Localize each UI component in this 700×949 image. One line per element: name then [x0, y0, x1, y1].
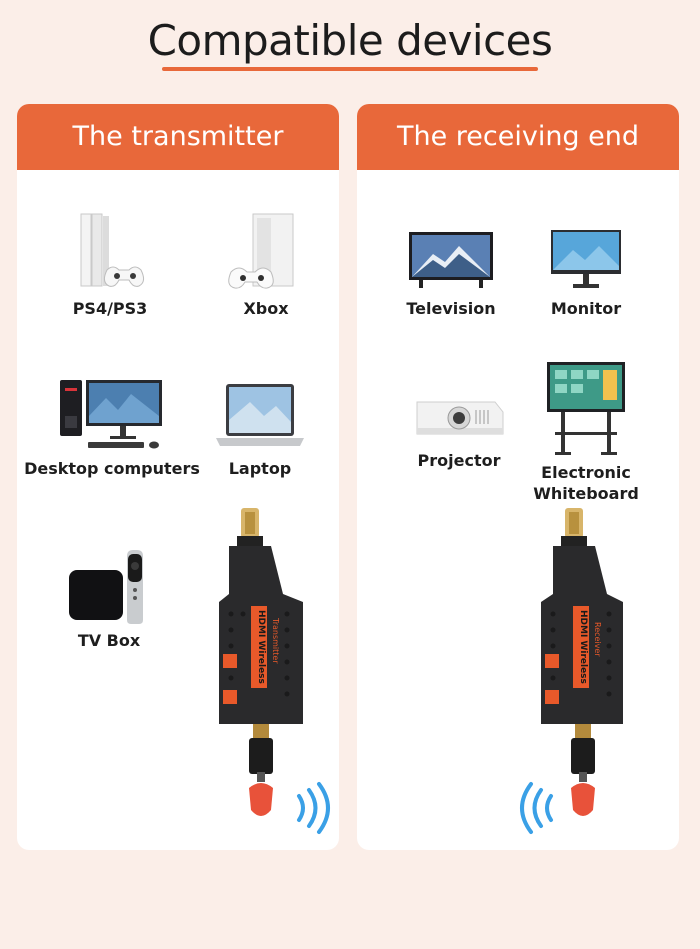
- device-label: Monitor: [550, 299, 622, 318]
- device-label: Laptop: [228, 459, 292, 478]
- device-desktop: Desktop computers: [22, 376, 202, 479]
- desktop-computer-icon: [60, 380, 162, 449]
- device-label: TV Box: [77, 631, 141, 650]
- dongle-sublabel: Receiver: [593, 622, 602, 657]
- projector-icon: [416, 401, 504, 435]
- whiteboard-icon: [547, 362, 625, 455]
- title-underline: [162, 67, 538, 71]
- device-tvbox: TV Box: [59, 548, 159, 651]
- television-icon: [409, 232, 493, 288]
- receiver-panel: The receiving end Television Monitor: [357, 104, 679, 850]
- game-console-icon: [228, 213, 294, 289]
- device-monitor: Monitor: [526, 228, 646, 319]
- dongle-sublabel: Transmitter: [271, 617, 280, 664]
- game-console-icon: [80, 213, 145, 287]
- device-whiteboard: Electronic Whiteboard: [521, 360, 651, 504]
- dongle-label: HDMI Wireless: [578, 610, 588, 684]
- device-ps4: PS4/PS3: [55, 212, 165, 319]
- device-label: Television: [406, 299, 496, 318]
- transmitter-dongle: HDMI Wireless Transmitter: [219, 508, 330, 834]
- device-label: Electronic Whiteboard: [533, 463, 639, 503]
- receiver-dongle: HDMI Wireless Receiver: [520, 508, 623, 834]
- device-xbox: Xbox: [211, 212, 321, 319]
- tv-box-icon: [69, 550, 143, 624]
- laptop-icon: [216, 384, 304, 446]
- monitor-icon: [551, 230, 621, 288]
- transmitter-header: The transmitter: [17, 104, 339, 170]
- receiver-header: The receiving end: [357, 104, 679, 170]
- device-television: Television: [391, 228, 511, 319]
- device-label: Desktop computers: [24, 459, 200, 478]
- page-title: Compatible devices: [147, 16, 553, 65]
- device-label: Projector: [417, 451, 501, 470]
- device-label: Xbox: [243, 299, 289, 318]
- device-projector: Projector: [399, 388, 519, 471]
- device-label: PS4/PS3: [72, 299, 148, 318]
- dongle-label: HDMI Wireless: [256, 610, 266, 684]
- device-laptop: Laptop: [205, 376, 315, 479]
- transmitter-panel: The transmitter PS4/PS3 Xbox: [17, 104, 339, 850]
